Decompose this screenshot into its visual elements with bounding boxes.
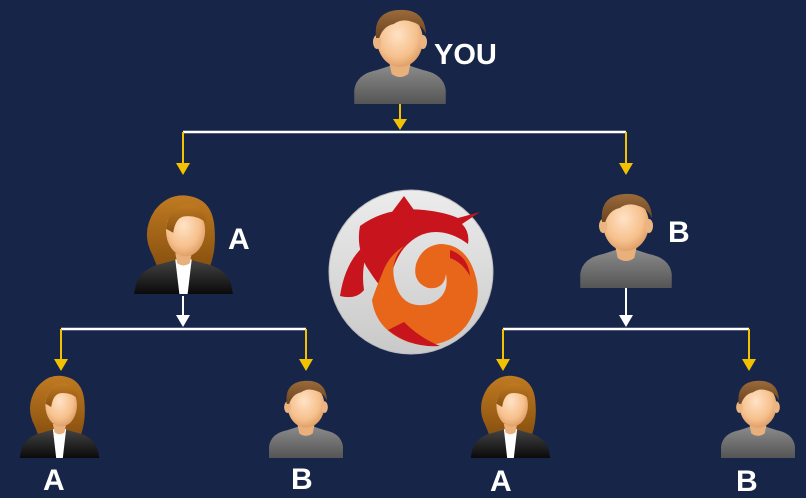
connector-lines <box>54 104 756 371</box>
man-avatar-icon <box>580 193 672 288</box>
woman-avatar-icon <box>19 375 100 458</box>
woman-avatar-icon <box>470 375 551 458</box>
node-label-a: A <box>43 464 65 497</box>
man-avatar-icon <box>354 9 446 104</box>
node-label-you: YOU <box>434 39 497 71</box>
node-label-b: B <box>291 463 313 496</box>
node-label-b: B <box>668 216 690 249</box>
man-avatar-icon <box>721 380 795 458</box>
node-label-a: A <box>228 223 250 256</box>
man-avatar-icon <box>269 380 343 458</box>
node-label-b: B <box>736 465 758 498</box>
woman-avatar-icon <box>134 195 233 294</box>
marlin-logo-icon <box>328 189 494 355</box>
node-label-a: A <box>490 465 512 498</box>
